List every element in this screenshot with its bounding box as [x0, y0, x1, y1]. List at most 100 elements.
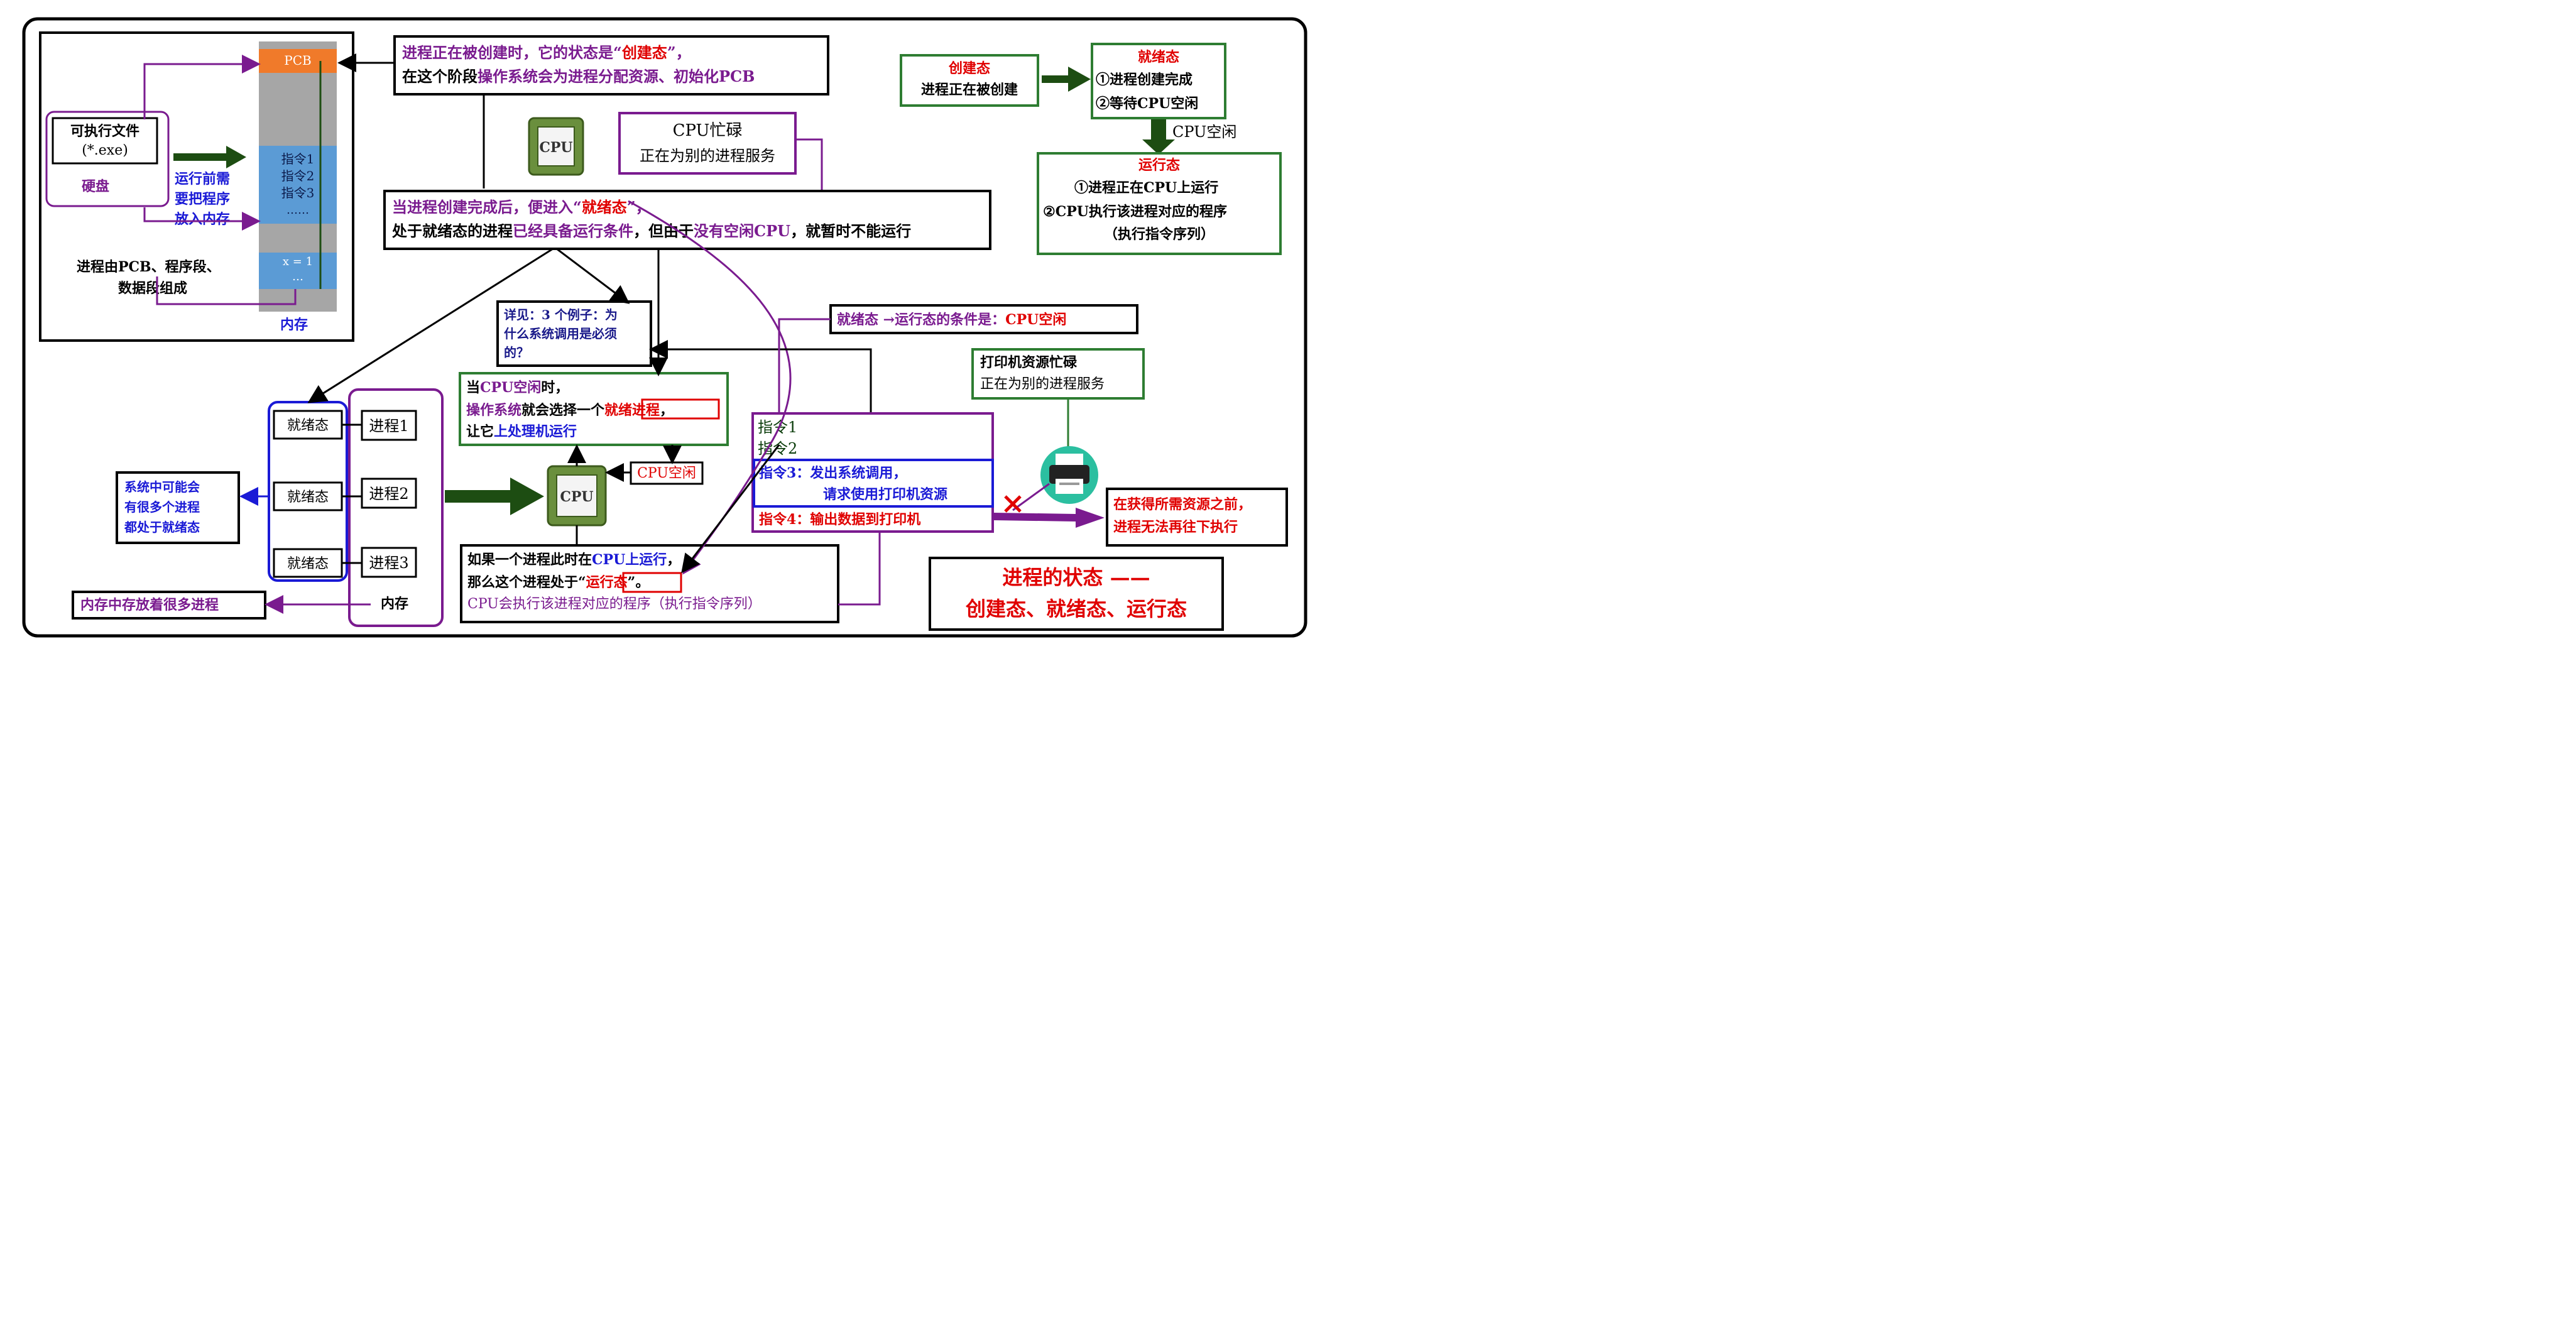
printer-busy-title: 打印机资源忙碌 — [980, 354, 1078, 371]
disk-box — [45, 111, 170, 207]
create-to-ready-arrow — [1042, 67, 1091, 92]
creating-note: 进程正在被创建时，它的状态是“创建态”， 在这个阶段操作系统会为进程分配资源、初… — [393, 35, 829, 96]
instr-3-line-1: 指令3：发出系统调用， — [759, 465, 907, 481]
title-line-1: 进程的状态 —— — [1002, 565, 1150, 589]
cpu-idle-g: ， — [660, 402, 674, 418]
ready-note-f: ，但由于 — [633, 222, 694, 240]
summary-create-title: 创建态 — [948, 60, 990, 77]
cpu-busy-box — [618, 112, 797, 175]
data-purple-link — [156, 276, 297, 305]
queue-to-cpu-arrow — [445, 478, 544, 515]
cpu-chip-top: CPU — [528, 117, 584, 176]
cpu-chip-mid: CPU — [547, 465, 607, 527]
summary-run-item-2: ②CPU执行该进程对应的程序 — [1043, 204, 1227, 220]
instr4-to-blocked-arrow — [994, 508, 1105, 528]
memory-many-text: 内存中存放着很多进程 — [80, 597, 219, 613]
svg-text:那么这个进程处于“运行态”。: 那么这个进程处于“运行态”。 — [467, 574, 649, 591]
ready-state-2 — [273, 481, 343, 511]
summary-ready-item-2: ②等待CPU空闲 — [1096, 96, 1198, 112]
data-more: … — [292, 270, 303, 283]
running-note-f: ”。 — [628, 574, 650, 591]
exe-file-box — [52, 117, 158, 165]
creating-note-c: ”， — [667, 43, 691, 62]
printer-busy-sub: 正在为别的进程服务 — [980, 376, 1105, 392]
ready-note-e: 已经具备运行条件 — [513, 222, 633, 240]
cpu-idle-note: 当CPU空闲时， 操作系统就会选择一个就绪进程， 让它上处理机运行 — [459, 372, 729, 446]
printer-busy-note: 打印机资源忙碌 正在为别的进程服务 — [971, 348, 1145, 400]
summary-transition: CPU空闲 — [1172, 123, 1236, 141]
title-box: 进程的状态 —— 创建态、就绪态、运行态 — [929, 557, 1224, 631]
cpu-idle-box — [459, 372, 729, 446]
cpu-idle-d: 操作系统 — [466, 402, 521, 418]
cpu-idle-f: 就绪进程 — [604, 402, 660, 418]
ready-state-1-label: 就绪态 — [287, 418, 329, 434]
instr-1: 指令1 — [758, 418, 797, 436]
instruction-more: …… — [287, 204, 309, 217]
ready-note-a: 当进程创建完成后，便进入“ — [392, 198, 582, 216]
summary-run-box — [1037, 152, 1282, 255]
exe-line-2: (*.exe) — [82, 143, 128, 158]
syscall-note-3: 的？ — [504, 345, 529, 360]
ready-note-d: 处于就绪态的进程 — [391, 222, 513, 240]
running-note-b: CPU上运行 — [592, 552, 667, 568]
syscall-note-1: 详见：3 个例子：为 — [504, 307, 618, 322]
condition-link — [778, 318, 831, 412]
instruction-3: 指令3 — [281, 185, 315, 200]
summary-ready-box — [1091, 43, 1226, 119]
instructions-to-syscall-link — [649, 340, 872, 412]
pcb-label: PCB — [284, 53, 311, 68]
ready-note-to-queue-arrow — [307, 248, 554, 403]
cpu-idle-e: 就会选择一个 — [521, 402, 605, 418]
syscall-note-2: 什么系统调用是必须 — [504, 326, 617, 341]
title-line-2: 创建态、就绪态、运行态 — [965, 597, 1187, 621]
cpu-busy-title: CPU忙碌 — [673, 121, 743, 140]
running-state-highlight — [622, 572, 682, 593]
running-note: 如果一个进程此时在CPU上运行， 那么这个进程处于“运行态”。 CPU会执行该进… — [460, 544, 839, 623]
instr-purple-link — [143, 207, 261, 231]
instr-4: 指令4：输出数据到打印机 — [759, 511, 920, 528]
summary-create: 创建态 进程正在被创建 — [900, 54, 1039, 107]
svg-text:在这个阶段操作系统会为进程分配资源、初始化PCB: 在这个阶段操作系统会为进程分配资源、初始化PCB — [402, 67, 755, 85]
summary-run-title: 运行态 — [1138, 157, 1180, 173]
ready-note-b: 就绪态 — [582, 198, 627, 216]
ready-state-2-label: 就绪态 — [287, 489, 329, 505]
creating-note-box — [393, 35, 829, 96]
cpu-idle-tag: CPU空闲 — [637, 466, 696, 481]
svg-text:让它上处理机运行: 让它上处理机运行 — [466, 423, 577, 440]
syscall-note-box — [496, 300, 652, 367]
running-note-d: 那么这个进程处于“ — [467, 574, 586, 591]
instr-3-box — [753, 459, 994, 508]
ready-queue-memory-label: 内存 — [381, 596, 408, 612]
creating-note-e: 操作系统会为进程分配资源、初始化PCB — [478, 67, 755, 85]
disk-label: 硬盘 — [82, 178, 109, 195]
running-to-instructions-link — [838, 532, 881, 606]
condition-box — [829, 304, 1138, 334]
process-1-label: 进程1 — [369, 417, 408, 435]
printer-link — [1012, 483, 1050, 511]
process-1 — [361, 410, 417, 441]
creating-note-b: 创建态 — [621, 43, 667, 62]
condition-text: 就绪态 →运行态的条件是： — [837, 312, 1005, 328]
cpu-idle-b: CPU空闲 — [480, 380, 541, 396]
many-ready-2: 有很多个进程 — [124, 500, 200, 515]
memory-label: 内存 — [280, 317, 308, 333]
summary-run: 运行态 ①进程正在CPU上运行 ②CPU执行该进程对应的程序 （执行指令序列） — [1037, 152, 1282, 255]
summary-ready-item-1: ①进程创建完成 — [1096, 72, 1192, 88]
instructions-to-running-arrow — [681, 444, 780, 574]
printer-icon — [1040, 446, 1098, 504]
ready-queue: 就绪态 就绪态 就绪态 进程1 进程2 进程3 内存 — [268, 388, 444, 627]
ready-note: 当进程创建完成后，便进入“就绪态”， 处于就绪态的进程已经具备运行条件，但由于没… — [383, 190, 991, 250]
cpu-idle-tag-box — [630, 461, 704, 485]
running-note-c: ， — [667, 552, 680, 568]
creating-note-a: 进程正在被创建时，它的状态是“ — [402, 43, 622, 62]
svg-text:就绪态 →运行态的条件是：CPU空闲: 就绪态 →运行态的条件是：CPU空闲 — [837, 312, 1066, 328]
svg-text:操作系统就会选择一个就绪进程，: 操作系统就会选择一个就绪进程， — [466, 402, 674, 418]
svg-text:如果一个进程此时在CPU上运行，: 如果一个进程此时在CPU上运行， — [467, 552, 680, 568]
memory-panel: PCB 指令1 指令2 指令3 …… x = 1 … 内存 可执行文件 (*.e… — [39, 31, 354, 342]
load-note-2: 要把程序 — [175, 191, 230, 207]
cpu-busy-sub: 正在为别的进程服务 — [640, 147, 775, 165]
ready-process-highlight — [641, 398, 720, 420]
cpu-idle-c: 时， — [541, 380, 569, 396]
ready-note-to-syscall-arrow — [556, 248, 630, 304]
